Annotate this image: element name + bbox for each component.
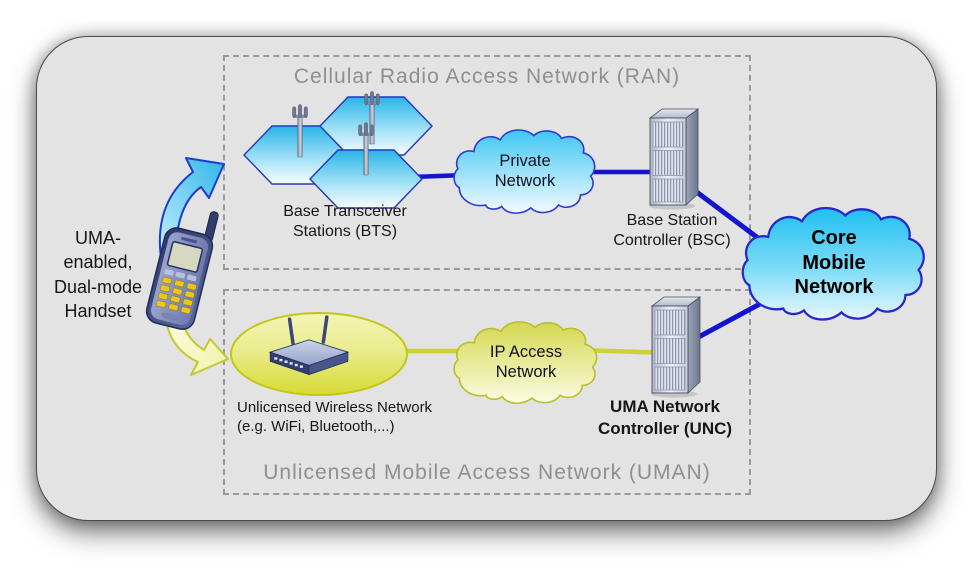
ip-access-label: IP Access Network <box>489 342 563 381</box>
bts-label: Base Transceiver Stations (BTS) <box>283 203 407 241</box>
uwn-label: Unlicensed Wireless Network (e.g. WiFi, … <box>237 399 433 436</box>
ran-title: Cellular Radio Access Network (RAN) <box>293 65 681 88</box>
uman-box: Unlicensed Mobile Access Network (UMAN) <box>223 289 751 495</box>
private-network-label: Private Network <box>494 151 556 190</box>
handset-label: UMA- enabled, Dual-mode Handset <box>53 228 143 321</box>
unc-label: UMA Network Controller (UNC) <box>597 397 733 438</box>
uman-title: Unlicensed Mobile Access Network (UMAN) <box>263 461 711 484</box>
unlicensed-wireless-zone <box>230 312 408 396</box>
bsc-label: Base Station Controller (BSC) <box>613 212 731 250</box>
wifi-router-icon <box>268 315 350 376</box>
bts-icon <box>243 91 433 209</box>
bsc-server-icon <box>648 108 699 210</box>
core-mobile-network-label: Core Mobile Network <box>794 227 874 299</box>
unc-server-icon <box>650 296 701 398</box>
